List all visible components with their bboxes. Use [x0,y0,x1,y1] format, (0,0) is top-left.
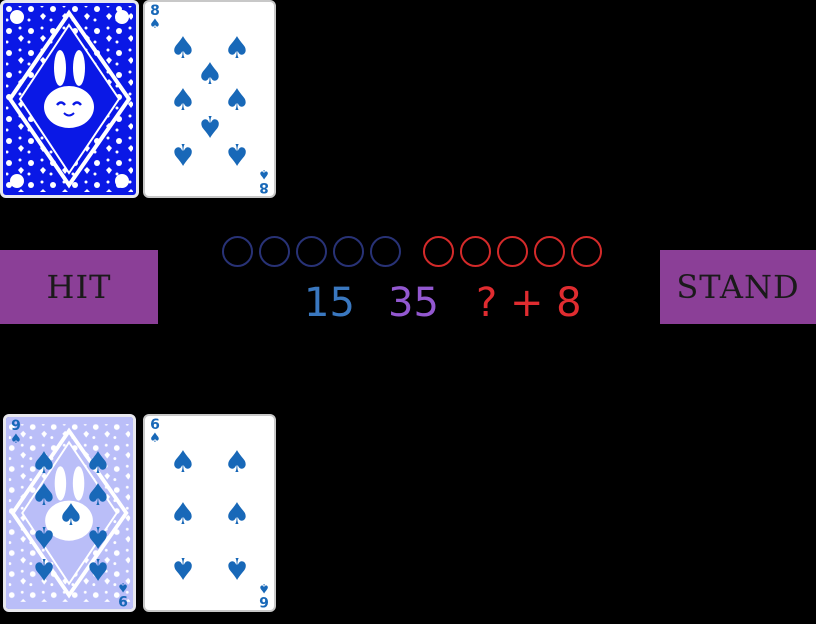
svg-text:♠: ♠ [58,498,85,533]
stand-button[interactable]: STAND [660,250,816,324]
svg-text:♠: ♠ [170,136,197,171]
svg-text:♠: ♠ [224,31,251,66]
svg-text:♠: ♠ [224,497,251,532]
svg-text:♠: ♠ [224,83,251,118]
player-slot-circle [370,236,401,267]
svg-text:♠: ♠ [224,550,251,585]
card-corner-top: 9♠ [10,418,22,447]
dealer-slot-circle [423,236,454,267]
svg-text:♠: ♠ [170,497,197,532]
hit-button[interactable]: HIT [0,250,158,324]
spade-pips: ♠♠ ♠ ♠♠ ♠ ♠♠ [170,31,251,171]
svg-text:♠: ♠ [197,57,224,92]
player-slot-circle [296,236,327,267]
card-corner-bottom: 8♠ [258,166,270,195]
svg-text:♠: ♠ [85,519,112,554]
svg-text:♠: ♠ [197,108,224,143]
bunny-back-icon [6,6,133,192]
dealer-slot-circle [571,236,602,267]
dealer-slot-circle [497,236,528,267]
svg-text:♠: ♠ [85,478,112,513]
spade-pips: ♠ ♠ ♠ ♠ ♠ ♠ [170,445,251,585]
svg-text:♠: ♠ [31,551,58,586]
svg-text:♠: ♠ [170,31,197,66]
player-slot-circle [259,236,290,267]
dealer-slot-circle [534,236,565,267]
spade-pips: ♠♠ ♠♠ ♠ ♠♠ ♠♠ [31,446,112,586]
svg-text:♠: ♠ [224,445,251,480]
player-score: 15 [304,280,355,326]
dealer-slot-circle [460,236,491,267]
player-slot-circle [333,236,364,267]
svg-text:♠: ♠ [224,136,251,171]
player-card-9-spades: 9♠ ♠♠ ♠♠ ♠ ♠♠ ♠♠ 9♠ [3,414,136,612]
dealer-card-8-spades: 8♠ ♠♠ ♠ ♠♠ ♠ ♠♠ 8♠ [143,0,276,198]
svg-text:♠: ♠ [85,446,112,481]
card-corner-top: 6♠ [149,417,161,446]
player-slot-circle [222,236,253,267]
card-corner-bottom: 9♠ [117,579,129,608]
svg-text:♠: ♠ [170,83,197,118]
svg-text:♠: ♠ [85,551,112,586]
svg-text:♠: ♠ [170,550,197,585]
dealer-card-back [0,0,139,198]
svg-text:♠: ♠ [170,445,197,480]
target-score: 35 [388,280,439,326]
svg-text:♠: ♠ [31,446,58,481]
dealer-score: ? + 8 [476,280,582,326]
card-corner-top: 8♠ [149,3,161,32]
card-slot-indicators [222,236,608,267]
svg-text:♠: ♠ [31,519,58,554]
player-card-6-spades: 6♠ ♠ ♠ ♠ ♠ ♠ ♠ 6♠ [143,414,276,612]
svg-text:♠: ♠ [31,478,58,513]
card-corner-bottom: 6♠ [258,580,270,609]
